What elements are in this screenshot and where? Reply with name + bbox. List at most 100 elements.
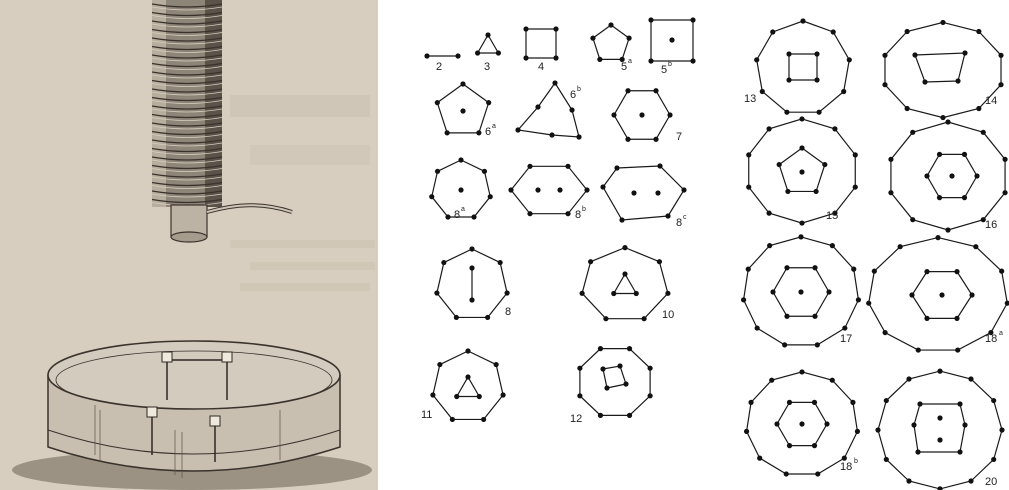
magnet-dot xyxy=(974,173,979,178)
magnet-dot xyxy=(435,169,440,174)
magnet-dot xyxy=(625,137,630,142)
magnet-dot xyxy=(924,269,929,274)
magnet-dot xyxy=(690,58,695,63)
magnet-configurations-diagram xyxy=(424,17,1009,490)
magnet-dot xyxy=(622,245,627,250)
config-8c xyxy=(600,163,686,222)
magnet-dot xyxy=(937,195,942,200)
magnet-dot xyxy=(787,443,792,448)
config-9 xyxy=(434,246,509,320)
config-15 xyxy=(746,116,858,225)
label-5a: 5 xyxy=(621,61,627,73)
polygon-outline xyxy=(580,349,650,416)
magnet-dot xyxy=(999,427,1004,432)
magnet-dot xyxy=(824,421,829,426)
magnet-dot xyxy=(435,100,440,105)
magnet-dot xyxy=(504,290,509,295)
magnet-dot xyxy=(424,53,429,58)
magnet-dot xyxy=(770,29,775,34)
magnet-dot xyxy=(799,220,804,225)
sup-8c: c xyxy=(683,214,687,221)
sup-6a: a xyxy=(492,123,496,130)
magnet-dot xyxy=(875,427,880,432)
magnet-dot xyxy=(940,20,945,25)
magnet-dot xyxy=(784,471,789,476)
magnet-dot xyxy=(494,362,499,367)
magnet-dot xyxy=(527,211,532,216)
magnet-dot xyxy=(608,22,613,27)
magnet-dot xyxy=(631,190,636,195)
config-17 xyxy=(741,234,861,347)
magnet-dot xyxy=(565,164,570,169)
label-3: 3 xyxy=(484,61,490,73)
magnet-dot xyxy=(748,400,753,405)
magnet-dot xyxy=(681,187,686,192)
polygon-outline xyxy=(478,35,499,53)
magnet-dot xyxy=(576,134,581,139)
magnet-dot xyxy=(847,57,852,62)
polygon-outline xyxy=(511,166,587,213)
magnet-dot xyxy=(430,392,435,397)
magnet-dot xyxy=(884,398,889,403)
magnet-dot xyxy=(766,126,771,131)
magnet-dot xyxy=(800,18,805,23)
magnet-dot xyxy=(910,130,915,135)
magnet-dot xyxy=(460,81,465,86)
magnet-dot xyxy=(622,271,627,276)
magnet-dot xyxy=(627,413,632,418)
label-15: 15 xyxy=(826,210,838,222)
magnet-dot xyxy=(999,269,1004,274)
sup-18b: b xyxy=(854,458,858,465)
magnet-dot xyxy=(822,162,827,167)
magnet-dot xyxy=(981,130,986,135)
config-3 xyxy=(475,32,501,55)
magnet-dot xyxy=(569,107,574,112)
magnet-dot xyxy=(954,269,959,274)
magnet-dot xyxy=(853,184,858,189)
magnet-dot xyxy=(906,376,911,381)
polygon-outline xyxy=(878,371,1002,489)
magnet-dot xyxy=(469,246,474,251)
magnet-dot xyxy=(917,401,922,406)
magnet-dot xyxy=(905,29,910,34)
sup-8a: a xyxy=(461,206,465,213)
magnet-dot xyxy=(812,265,817,270)
magnet-dot xyxy=(445,214,450,219)
config-20 xyxy=(875,369,1004,490)
magnet-dot xyxy=(924,316,929,321)
magnet-dot xyxy=(600,184,605,189)
magnet-dot xyxy=(954,316,959,321)
magnet-dot xyxy=(653,88,658,93)
magnet-dot xyxy=(655,190,660,195)
config-10 xyxy=(580,245,671,321)
magnet-dot xyxy=(648,58,653,63)
magnet-dot xyxy=(770,289,775,294)
polygon-outline xyxy=(603,366,626,388)
magnet-dot xyxy=(665,291,670,296)
config-13 xyxy=(754,18,852,114)
magnet-dot xyxy=(1005,301,1009,306)
magnet-dot xyxy=(755,325,760,330)
magnet-dot xyxy=(831,29,836,34)
magnet-dot xyxy=(945,227,950,232)
magnet-dot xyxy=(469,297,474,302)
magnet-dot xyxy=(639,112,644,117)
magnet-dot xyxy=(774,421,779,426)
magnet-dot xyxy=(481,417,486,422)
magnet-dot xyxy=(552,80,557,85)
magnet-dot xyxy=(937,152,942,157)
label-7: 7 xyxy=(676,131,682,143)
magnet-dot xyxy=(535,187,540,192)
magnet-dot xyxy=(584,187,589,192)
magnet-dot xyxy=(826,289,831,294)
label-8c: 8 xyxy=(676,217,682,229)
magnet-dot xyxy=(814,51,819,56)
polygon-outline xyxy=(789,54,817,80)
config-11 xyxy=(430,348,505,422)
magnet-dot xyxy=(434,290,439,295)
label-9: 8 xyxy=(505,306,511,318)
magnet-dot xyxy=(665,213,670,218)
magnet-dot xyxy=(905,106,910,111)
magnet-dot xyxy=(611,291,616,296)
magnet-dot xyxy=(565,211,570,216)
